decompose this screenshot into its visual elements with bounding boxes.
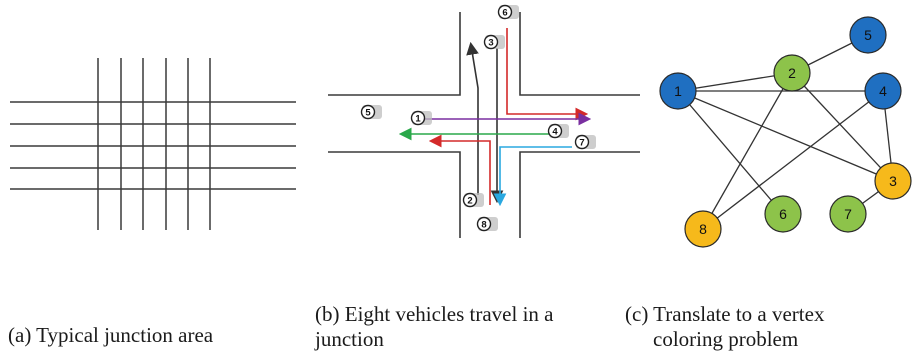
graph-node-label: 4 (879, 83, 887, 99)
vehicle-label: 3 (488, 38, 493, 49)
graph-node-8: 8 (684, 210, 722, 248)
graph-node-label: 1 (674, 83, 682, 99)
graph-edge-1-2 (677, 72, 793, 92)
vehicle-1: 1 (410, 110, 432, 126)
vehicle-label: 8 (481, 220, 486, 231)
junction-grid (10, 58, 296, 230)
caption-a: (a) Typical junction area (8, 323, 214, 347)
vehicle-label: 7 (579, 138, 584, 149)
graph-node-5: 5 (849, 16, 887, 54)
vehicle-label: 2 (467, 196, 472, 207)
graph-edge-2-3 (791, 72, 894, 182)
graph-node-4: 4 (864, 72, 902, 110)
graph-edge-1-3 (677, 90, 894, 182)
graph-edge-4-8 (702, 90, 884, 230)
caption-b-line1: (b) Eight vehicles travel in a (315, 302, 554, 326)
graph-node-label: 2 (788, 65, 796, 81)
vehicle-7: 7 (574, 134, 596, 150)
vehicle-3: 3 (483, 34, 505, 50)
vehicle-6: 6 (497, 4, 519, 20)
caption-b-line2: junction (315, 327, 384, 351)
graph-node-label: 3 (889, 173, 897, 189)
vehicle-4: 4 (547, 123, 569, 139)
graph-node-label: 6 (779, 206, 787, 222)
graph-node-6: 6 (764, 195, 802, 233)
vehicle-8: 8 (476, 216, 498, 232)
graph-nodes: 1 2 3 4 5 6 7 8 (659, 16, 912, 248)
vehicle-label: 5 (365, 108, 371, 119)
graph-node-label: 5 (864, 27, 872, 43)
graph-edge-2-8 (702, 72, 793, 230)
vehicles: 1 2 3 4 5 6 7 8 (360, 4, 596, 232)
vehicle-label: 4 (552, 127, 558, 138)
caption-c-line1: (c) Translate to a vertex (625, 302, 825, 326)
graph-node-2: 2 (773, 54, 811, 92)
graph-node-label: 8 (699, 221, 707, 237)
graph-node-3: 3 (874, 162, 912, 200)
vehicle-label: 6 (502, 8, 507, 19)
graph-node-7: 7 (829, 195, 867, 233)
vehicle-2: 2 (462, 192, 484, 208)
vehicle-5: 5 (360, 104, 382, 120)
vehicle-label: 1 (415, 114, 421, 125)
vehicle-paths (398, 28, 592, 207)
graph-node-1: 1 (659, 72, 697, 110)
caption-c-line2: coloring problem (653, 327, 799, 351)
graph-edge-1-6 (677, 90, 784, 215)
graph-node-label: 7 (844, 206, 852, 222)
road-edges (328, 12, 640, 238)
